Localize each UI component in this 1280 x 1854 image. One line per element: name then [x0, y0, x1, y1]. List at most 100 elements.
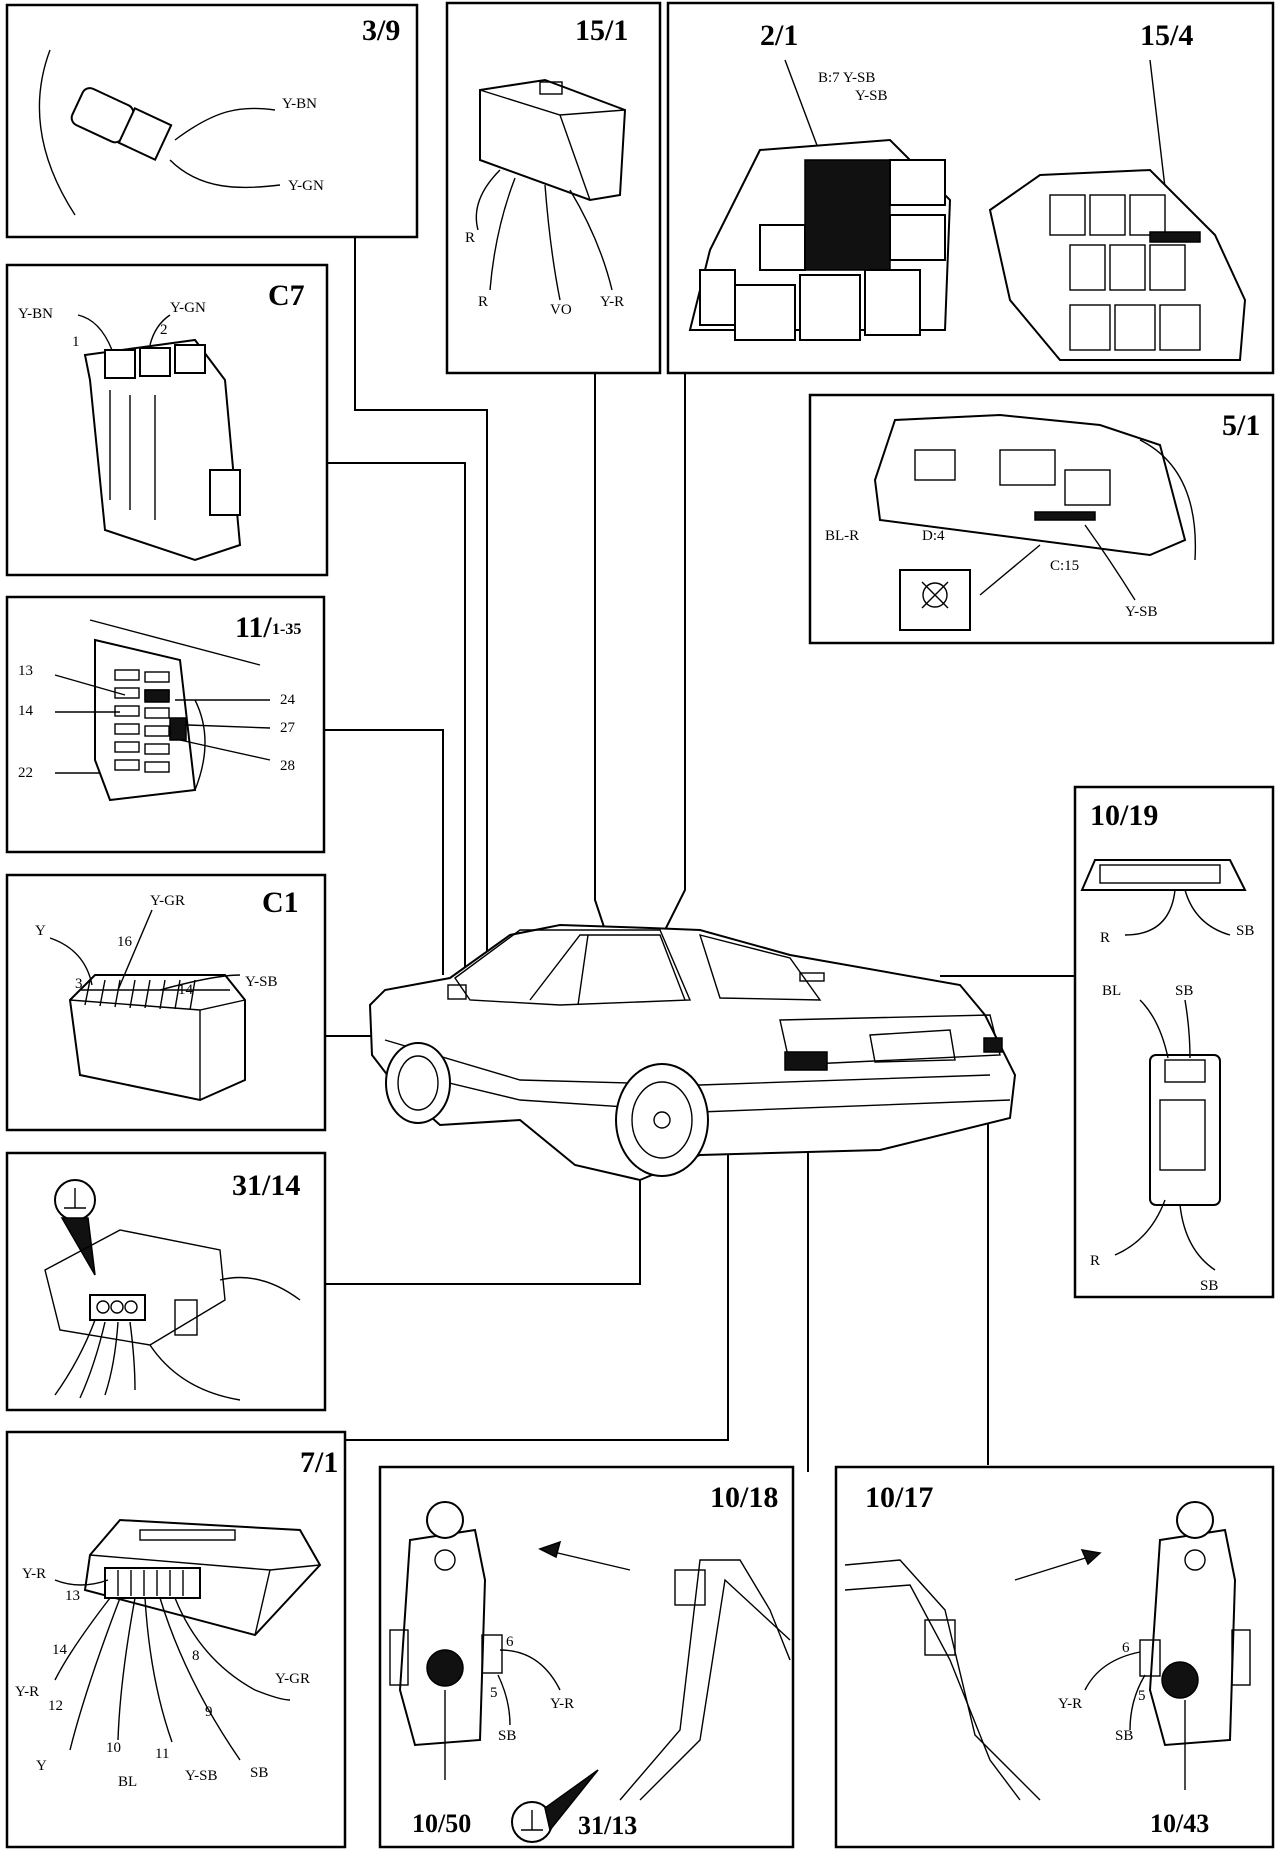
panel-10-17-bulb [1161, 1661, 1199, 1699]
panel-10-17-ref-10-43: 10/43 [1150, 1809, 1209, 1838]
panel-c7: C7 Y-BN Y-GN 1 2 [5, 263, 329, 577]
panel-7-1-label-bl: BL [118, 1774, 137, 1790]
panel-15-4-fusebox [988, 168, 1247, 361]
panel-11-title-sub: 1-35 [272, 621, 301, 638]
panel-3-9-label-y-bn: Y-BN [282, 96, 317, 112]
panel-7-1-label-8: 8 [192, 1648, 200, 1664]
panel-7-1-label-13: 13 [65, 1588, 80, 1604]
panel-5-1-label-c15: C:15 [1050, 558, 1079, 574]
panel-c1: C1 Y Y-GR 16 3 14 Y-SB [5, 873, 327, 1132]
leader-11 [324, 729, 444, 975]
panel-c7-label-y-gn: Y-GN [170, 300, 206, 316]
panel-10-19-connector [1149, 1054, 1221, 1206]
panel-11: 11/ 1-35 13 14 22 24 27 28 [5, 595, 326, 854]
panel-7-1-label-y: Y [36, 1758, 47, 1774]
panel-10-18-label-6: 6 [506, 1634, 514, 1650]
panel-2-1-label-b7: B:7 Y-SB [818, 70, 875, 86]
panel-10-19-label-bl: BL [1102, 983, 1121, 999]
panel-10-18-label-5: 5 [490, 1685, 498, 1701]
panel-31-14-title: 31/14 [232, 1169, 300, 1202]
panel-10-17-label-y-r: Y-R [1058, 1696, 1082, 1712]
panel-5-1-label-y-sb: Y-SB [1125, 604, 1158, 620]
panel-3-9-title: 3/9 [362, 14, 400, 47]
panel-c1-label-y-sb: Y-SB [245, 974, 278, 990]
panel-15-4-title: 15/4 [1140, 19, 1193, 52]
panel-10-17-label-5: 5 [1138, 1688, 1146, 1704]
panel-c1-connector [68, 974, 246, 1102]
panel-3-9-sensor-plug [117, 106, 173, 162]
panel-c1-label-y-gr: Y-GR [150, 893, 185, 909]
panel-7-1-label-9: 9 [205, 1704, 213, 1720]
panel-10-17-label-6: 6 [1122, 1640, 1130, 1656]
panel-10-19: 10/19 R SB BL SB R SB [1073, 785, 1275, 1299]
panel-3-9: 3/9 Y-BN Y-GN [5, 3, 419, 239]
panel-11-label-22: 22 [18, 765, 33, 781]
leader-c7 [327, 462, 466, 975]
panel-c7-label-1: 1 [72, 334, 80, 350]
panel-15-1-title: 15/1 [575, 14, 628, 47]
panel-15-1-frame [445, 1, 662, 375]
panel-7-1-label-10: 10 [106, 1740, 121, 1756]
panel-10-19-label-sb-top: SB [1236, 923, 1254, 939]
panel-11-label-14: 14 [18, 703, 34, 719]
panel-10-18-label-sb: SB [498, 1728, 516, 1744]
panel-7-1-label-12: 12 [48, 1698, 63, 1714]
panel-c7-label-y-bn: Y-BN [18, 306, 53, 322]
panel-11-label-28: 28 [280, 758, 295, 774]
panel-c1-title: C1 [262, 886, 299, 919]
panel-15-1-label-vo: VO [550, 302, 572, 318]
panel-2-1-15-4: 2/1 15/4 B:7 Y-SB Y-SB [666, 1, 1275, 375]
panel-c1-label-16: 16 [117, 934, 133, 950]
panel-7-1: 7/1 Y-R 13 14 Y-R 12 Y 10 BL 11 Y-SB 9 S… [5, 1430, 347, 1849]
panel-10-17: 10/17 6 5 Y-R SB 10/43 [834, 1465, 1275, 1849]
panel-c7-title: C7 [268, 279, 305, 312]
panel-3-9-frame [5, 3, 419, 239]
car-drawing [368, 923, 1017, 1182]
panel-10-18: 10/18 6 5 Y-R SB 10/50 31/13 [378, 1465, 795, 1849]
panel-7-1-connector [104, 1567, 201, 1599]
panel-3-9-body-curve [38, 49, 76, 216]
panel-c1-label-3: 3 [75, 976, 83, 992]
panel-11-label-27: 27 [280, 720, 296, 736]
panel-7-1-label-14: 14 [52, 1642, 68, 1658]
panel-31-14: 31/14 [5, 1151, 327, 1412]
panel-7-1-title: 7/1 [300, 1446, 338, 1479]
panel-11-title: 11/ [235, 611, 272, 644]
panel-7-1-label-y-sb: Y-SB [185, 1768, 218, 1784]
panel-15-1-label-r1: R [465, 230, 475, 246]
panel-15-1-label-y-r: Y-R [600, 294, 624, 310]
panel-2-1-relay-highlighted [804, 159, 891, 271]
panel-10-19-title: 10/19 [1090, 799, 1158, 832]
panel-5-1: 5/1 BL-R D:4 C:15 Y-SB [808, 393, 1275, 645]
panel-2-1-title: 2/1 [760, 19, 798, 52]
panel-5-1-label-d4: D:4 [922, 528, 945, 544]
panel-11-label-24: 24 [280, 692, 296, 708]
panel-10-17-title: 10/17 [865, 1481, 933, 1514]
panel-7-1-label-y-r2: Y-R [15, 1684, 39, 1700]
panel-10-19-label-r-top: R [1100, 930, 1110, 946]
panel-5-1-title: 5/1 [1222, 409, 1260, 442]
panel-7-1-label-11: 11 [155, 1746, 169, 1762]
panel-c1-label-y: Y [35, 923, 46, 939]
leader-2-1 [644, 374, 686, 971]
panel-10-18-ref-31-13: 31/13 [578, 1811, 637, 1840]
panel-7-1-label-sb: SB [250, 1765, 268, 1781]
panel-11-label-13: 13 [18, 663, 33, 679]
panel-10-19-label-sb-bot: SB [1200, 1278, 1218, 1294]
panel-7-1-frame [5, 1430, 347, 1849]
panel-10-18-label-y-r: Y-R [550, 1696, 574, 1712]
leader-15-1 [594, 374, 616, 961]
panel-10-18-lamp-holder [398, 1528, 487, 1747]
panel-3-9-label-y-gn: Y-GN [288, 178, 324, 194]
panel-c7-label-2: 2 [160, 322, 168, 338]
panel-7-1-label-y-gr: Y-GR [275, 1671, 310, 1687]
panel-10-18-title: 10/18 [710, 1481, 778, 1514]
panel-15-1: 15/1 R R VO Y-R [445, 1, 662, 375]
panel-7-1-label-y-r1: Y-R [22, 1566, 46, 1582]
panel-5-1-bulb-symbol [899, 569, 971, 631]
panel-10-17-label-sb: SB [1115, 1728, 1133, 1744]
panel-10-18-ref-10-50: 10/50 [412, 1809, 471, 1838]
panel-10-19-label-sb-mid: SB [1175, 983, 1193, 999]
panel-2-1-label-ysb: Y-SB [855, 88, 888, 104]
panel-10-19-label-r-bot: R [1090, 1253, 1100, 1269]
